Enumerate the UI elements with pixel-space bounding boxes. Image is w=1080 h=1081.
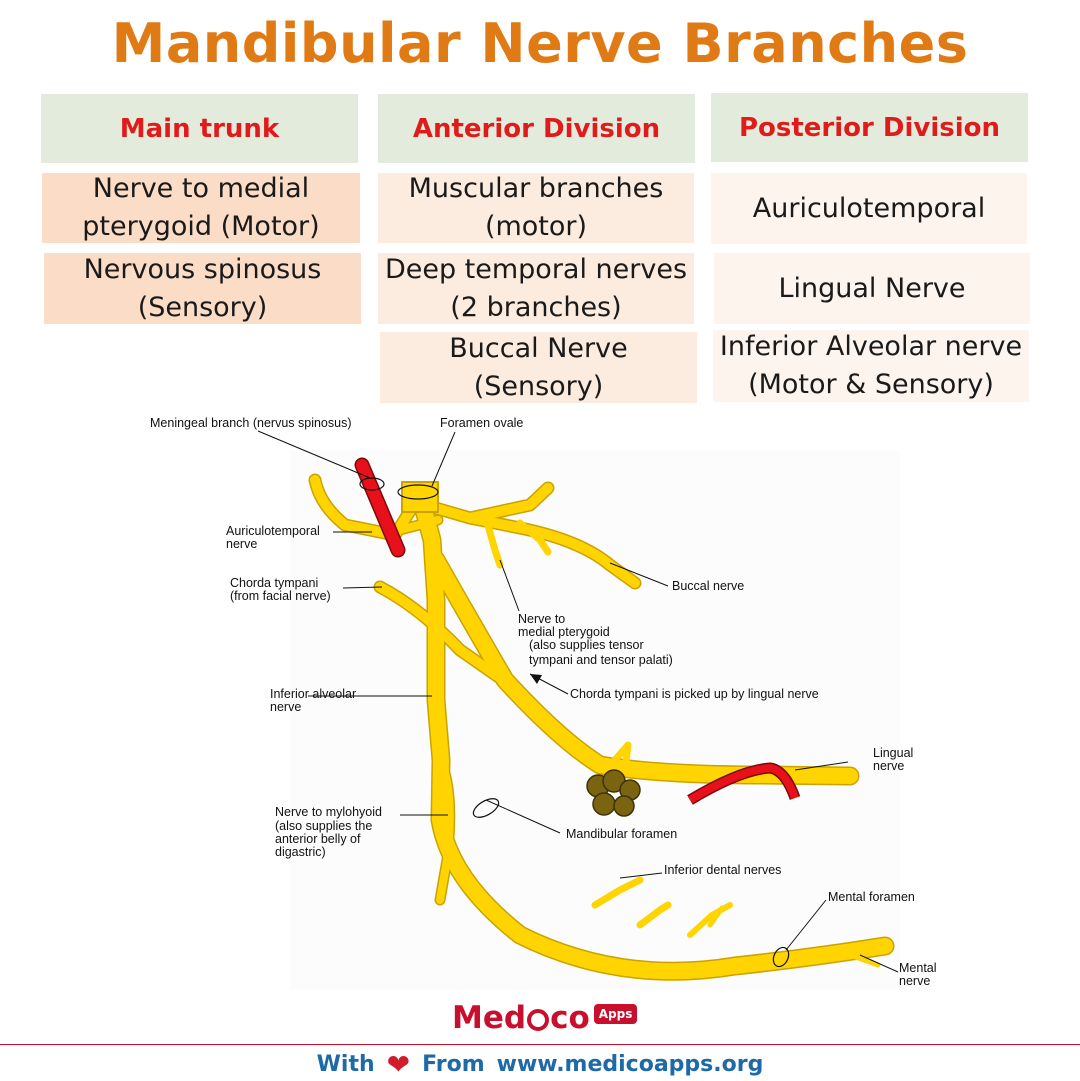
cell-main-trunk-1: Nerve to medial pterygoid (Motor) bbox=[42, 173, 360, 243]
label-mental-2: nerve bbox=[899, 974, 930, 988]
footer-url-link[interactable]: www.medicoapps.org bbox=[496, 1051, 764, 1077]
foramen-loops bbox=[359, 477, 790, 968]
label-buccal: Buccal nerve bbox=[672, 579, 744, 593]
logo-text-post: co bbox=[550, 1000, 590, 1036]
arrowhead bbox=[530, 674, 542, 684]
label-lingual-1: Lingual bbox=[873, 746, 913, 760]
logo-badge: Apps bbox=[593, 1004, 638, 1024]
logo-text-pre: Med bbox=[452, 1000, 527, 1036]
label-meningeal: Meningeal branch (nervus spinosus) bbox=[150, 416, 352, 430]
label-mental-1: Mental bbox=[899, 961, 937, 975]
middle-meningeal-artery bbox=[356, 459, 404, 556]
label-medial-pterygoid-4: tympani and tensor palati) bbox=[529, 653, 673, 667]
cell-anterior-2: Deep temporal nerves (2 branches) bbox=[378, 253, 694, 324]
label-auriculotemporal-1: Auriculotemporal bbox=[226, 524, 320, 538]
label-mylohyoid-4: digastric) bbox=[275, 845, 326, 859]
label-inferior-alveolar-1: Inferior alveolar bbox=[270, 687, 356, 701]
label-medial-pterygoid-2: medial pterygoid bbox=[518, 625, 610, 639]
cell-main-trunk-2: Nervous spinosus (Sensory) bbox=[44, 253, 361, 324]
page-title: Mandibular Nerve Branches bbox=[111, 12, 969, 75]
label-mylohyoid-1: Nerve to mylohyoid bbox=[275, 805, 382, 819]
cell-anterior-1: Muscular branches (motor) bbox=[378, 173, 694, 243]
footer-divider bbox=[0, 1044, 1080, 1045]
nerve-fills bbox=[310, 475, 893, 980]
cell-posterior-2: Lingual Nerve bbox=[714, 253, 1030, 324]
label-mylohyoid-2: (also supplies the bbox=[275, 819, 372, 833]
submandibular-ganglion bbox=[586, 769, 641, 817]
logo-o-icon bbox=[527, 1009, 550, 1031]
cell-posterior-1: Auriculotemporal bbox=[711, 173, 1027, 244]
footer-with: With bbox=[316, 1051, 375, 1077]
medicoapps-logo: Med co Apps bbox=[452, 998, 638, 1038]
lingual-artery bbox=[687, 763, 799, 804]
header-posterior-division: Posterior Division bbox=[711, 93, 1028, 162]
label-chorda-picked: Chorda tympani is picked up by lingual n… bbox=[570, 687, 819, 701]
header-anterior-division: Anterior Division bbox=[378, 94, 695, 163]
nerve-group bbox=[308, 473, 895, 981]
header-main-trunk: Main trunk bbox=[41, 94, 358, 163]
label-mandibular-foramen: Mandibular foramen bbox=[566, 827, 677, 841]
label-chorda-1: Chorda tympani bbox=[230, 576, 318, 590]
label-medial-pterygoid-3: (also supplies tensor bbox=[529, 638, 644, 652]
label-medial-pterygoid-1: Nerve to bbox=[518, 612, 565, 626]
heart-icon: ❤ bbox=[386, 1047, 411, 1081]
footer-from: From bbox=[422, 1051, 485, 1077]
leader-lines bbox=[257, 430, 899, 973]
cell-anterior-3: Buccal Nerve (Sensory) bbox=[380, 332, 697, 403]
label-mental-foramen: Mental foramen bbox=[828, 890, 915, 904]
mandibular-nerve-diagram: Meningeal branch (nervus spinosus) Foram… bbox=[150, 416, 937, 990]
label-mylohyoid-3: anterior belly of bbox=[275, 832, 361, 846]
label-foramen-ovale: Foramen ovale bbox=[440, 416, 523, 430]
label-chorda-2: (from facial nerve) bbox=[230, 589, 331, 603]
cell-posterior-3: Inferior Alveolar nerve (Motor & Sensory… bbox=[713, 330, 1029, 402]
label-inferior-alveolar-2: nerve bbox=[270, 700, 301, 714]
label-lingual-2: nerve bbox=[873, 759, 904, 773]
label-auriculotemporal-2: nerve bbox=[226, 537, 257, 551]
footer: With ❤ From www.medicoapps.org bbox=[0, 1047, 1080, 1081]
label-inferior-dental: Inferior dental nerves bbox=[664, 863, 781, 877]
